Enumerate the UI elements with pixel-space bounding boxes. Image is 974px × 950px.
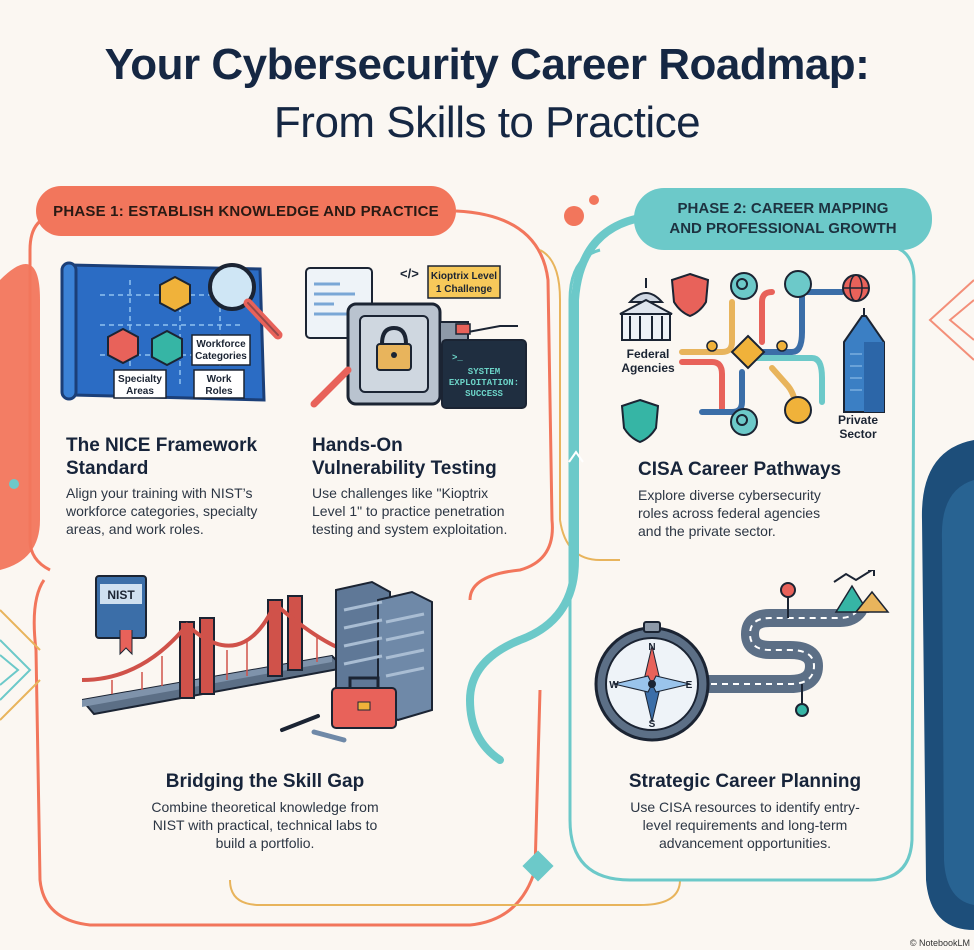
gap-desc-line1: Combine theoretical knowledge from bbox=[151, 799, 379, 815]
padlock-icon bbox=[376, 325, 412, 371]
compass-east-label: E bbox=[686, 680, 693, 691]
work-roles-label-2: Roles bbox=[205, 386, 233, 397]
specialty-areas-label: Specialty bbox=[118, 374, 162, 385]
compass-north-label: N bbox=[648, 642, 655, 653]
federal-agencies-label-2: Agencies bbox=[621, 361, 675, 375]
phase2-banner-line2: AND PROFESSIONAL GROWTH bbox=[669, 220, 897, 237]
gap-desc-line3: build a portfolio. bbox=[215, 835, 315, 851]
vuln-desc-line3: testing and system exploitation. bbox=[312, 521, 508, 537]
toolbox-icon bbox=[331, 676, 397, 729]
career-planning-description: Use CISA resources to identify entry- le… bbox=[590, 798, 900, 852]
plan-desc-line1: Use CISA resources to identify entry- bbox=[630, 799, 860, 815]
vulnerability-testing-description: Use challenges like "Kioptrix Level 1" t… bbox=[312, 484, 507, 538]
bridge-icon bbox=[82, 595, 347, 716]
compass-icon bbox=[594, 621, 710, 742]
cisa-pathways-title: CISA Career Pathways bbox=[638, 459, 842, 480]
page-title: Your Cybersecurity Career Roadmap: bbox=[104, 40, 870, 89]
compass-west-label: W bbox=[609, 680, 619, 691]
work-roles-label: Work bbox=[207, 374, 232, 385]
globe-icon bbox=[842, 274, 870, 302]
vuln-title-line2: Vulnerability Testing bbox=[312, 458, 497, 479]
phase2-banner-line1: PHASE 2: CAREER MAPPING bbox=[677, 200, 889, 217]
plan-desc-line2: level requirements and long-term bbox=[642, 817, 848, 833]
career-planning-illustration: N S E W bbox=[594, 570, 890, 742]
nice-desc-line1: Align your training with NIST’s bbox=[66, 485, 253, 501]
challenge-note-label: Kioptrix Level bbox=[431, 271, 497, 282]
road-icon bbox=[691, 601, 867, 693]
gap-desc-line2: NIST with practical, technical labs to bbox=[152, 817, 378, 833]
cisa-desc-line2: roles across federal agencies bbox=[638, 505, 821, 521]
terminal-line1: SYSTEM bbox=[468, 367, 500, 377]
wrench-icon bbox=[280, 714, 347, 743]
government-building-icon bbox=[619, 278, 673, 341]
nice-framework-description: Align your training with NIST’s workforc… bbox=[66, 484, 257, 538]
private-sector-label-2: Sector bbox=[839, 427, 877, 441]
skill-gap-illustration: NIST bbox=[82, 575, 433, 743]
nice-desc-line3: areas, and work roles. bbox=[66, 521, 204, 537]
phase2-banner: PHASE 2: CAREER MAPPING AND PROFESSIONAL… bbox=[634, 188, 932, 250]
vulnerability-testing-title: Hands-On Vulnerability Testing bbox=[312, 434, 497, 480]
specialty-areas-label-2: Areas bbox=[126, 386, 154, 397]
vuln-desc-line1: Use challenges like "Kioptrix bbox=[312, 485, 489, 501]
page-subtitle: From Skills to Practice bbox=[273, 98, 701, 147]
skill-gap-description: Combine theoretical knowledge from NIST … bbox=[80, 798, 450, 852]
plan-desc-line3: advancement opportunities. bbox=[659, 835, 831, 851]
private-sector-label: Private bbox=[838, 413, 878, 427]
credit-text: © NotebookLM bbox=[909, 938, 970, 948]
cisa-pathways-illustration: Federal Agencies P bbox=[619, 270, 885, 444]
svg-text:>_: >_ bbox=[452, 353, 463, 363]
nice-framework-illustration: Workforce Categories Specialty Areas Wor… bbox=[60, 261, 283, 402]
cube-icon bbox=[107, 275, 191, 367]
nice-framework-title-line2: Standard bbox=[66, 458, 149, 479]
skyscraper-icon bbox=[843, 308, 885, 413]
skill-gap-title: Bridging the Skill Gap bbox=[165, 771, 365, 792]
mountain-icon bbox=[833, 570, 890, 613]
magnifier-node-icon bbox=[730, 272, 758, 436]
workforce-categories-label-2: Categories bbox=[195, 351, 247, 362]
vulnerability-testing-illustration: </> Kioptrix Level 1 Challenge >_ SYSTEM… bbox=[305, 265, 527, 409]
career-planning-title: Strategic Career Planning bbox=[628, 771, 862, 792]
magnifying-glass-icon bbox=[208, 263, 283, 340]
federal-agencies-label: Federal bbox=[627, 347, 670, 361]
terminal-line2: EXPLOITATION: bbox=[449, 378, 519, 388]
shield-icon bbox=[620, 272, 710, 444]
cisa-desc-line1: Explore diverse cybersecurity bbox=[638, 487, 821, 503]
nice-framework-title: The NICE Framework Standard bbox=[66, 434, 257, 480]
nice-framework-title-line1: The NICE Framework bbox=[66, 435, 258, 456]
code-tag-icon: </> bbox=[400, 266, 419, 281]
terminal-line3: SUCCESS bbox=[465, 389, 503, 399]
vuln-title-line1: Hands-On bbox=[312, 435, 403, 456]
workforce-categories-label: Workforce bbox=[196, 339, 246, 350]
cisa-desc-line3: and the private sector. bbox=[638, 523, 776, 539]
vuln-desc-line2: Level 1" to practice penetration bbox=[312, 503, 505, 519]
nist-book-label: NIST bbox=[107, 588, 135, 602]
challenge-note-label-2: 1 Challenge bbox=[436, 284, 493, 295]
nist-book-icon: NIST bbox=[95, 575, 147, 656]
network-hub-icon bbox=[706, 334, 788, 370]
phase1-banner: PHASE 1: ESTABLISH KNOWLEDGE AND PRACTIC… bbox=[36, 186, 456, 236]
cisa-pathways-description: Explore diverse cybersecurity roles acro… bbox=[638, 486, 821, 540]
compass-south-label: S bbox=[649, 719, 656, 730]
nice-desc-line2: workforce categories, specialty bbox=[66, 503, 258, 519]
screwdriver-icon bbox=[310, 366, 352, 408]
network-node-icon bbox=[784, 270, 812, 424]
